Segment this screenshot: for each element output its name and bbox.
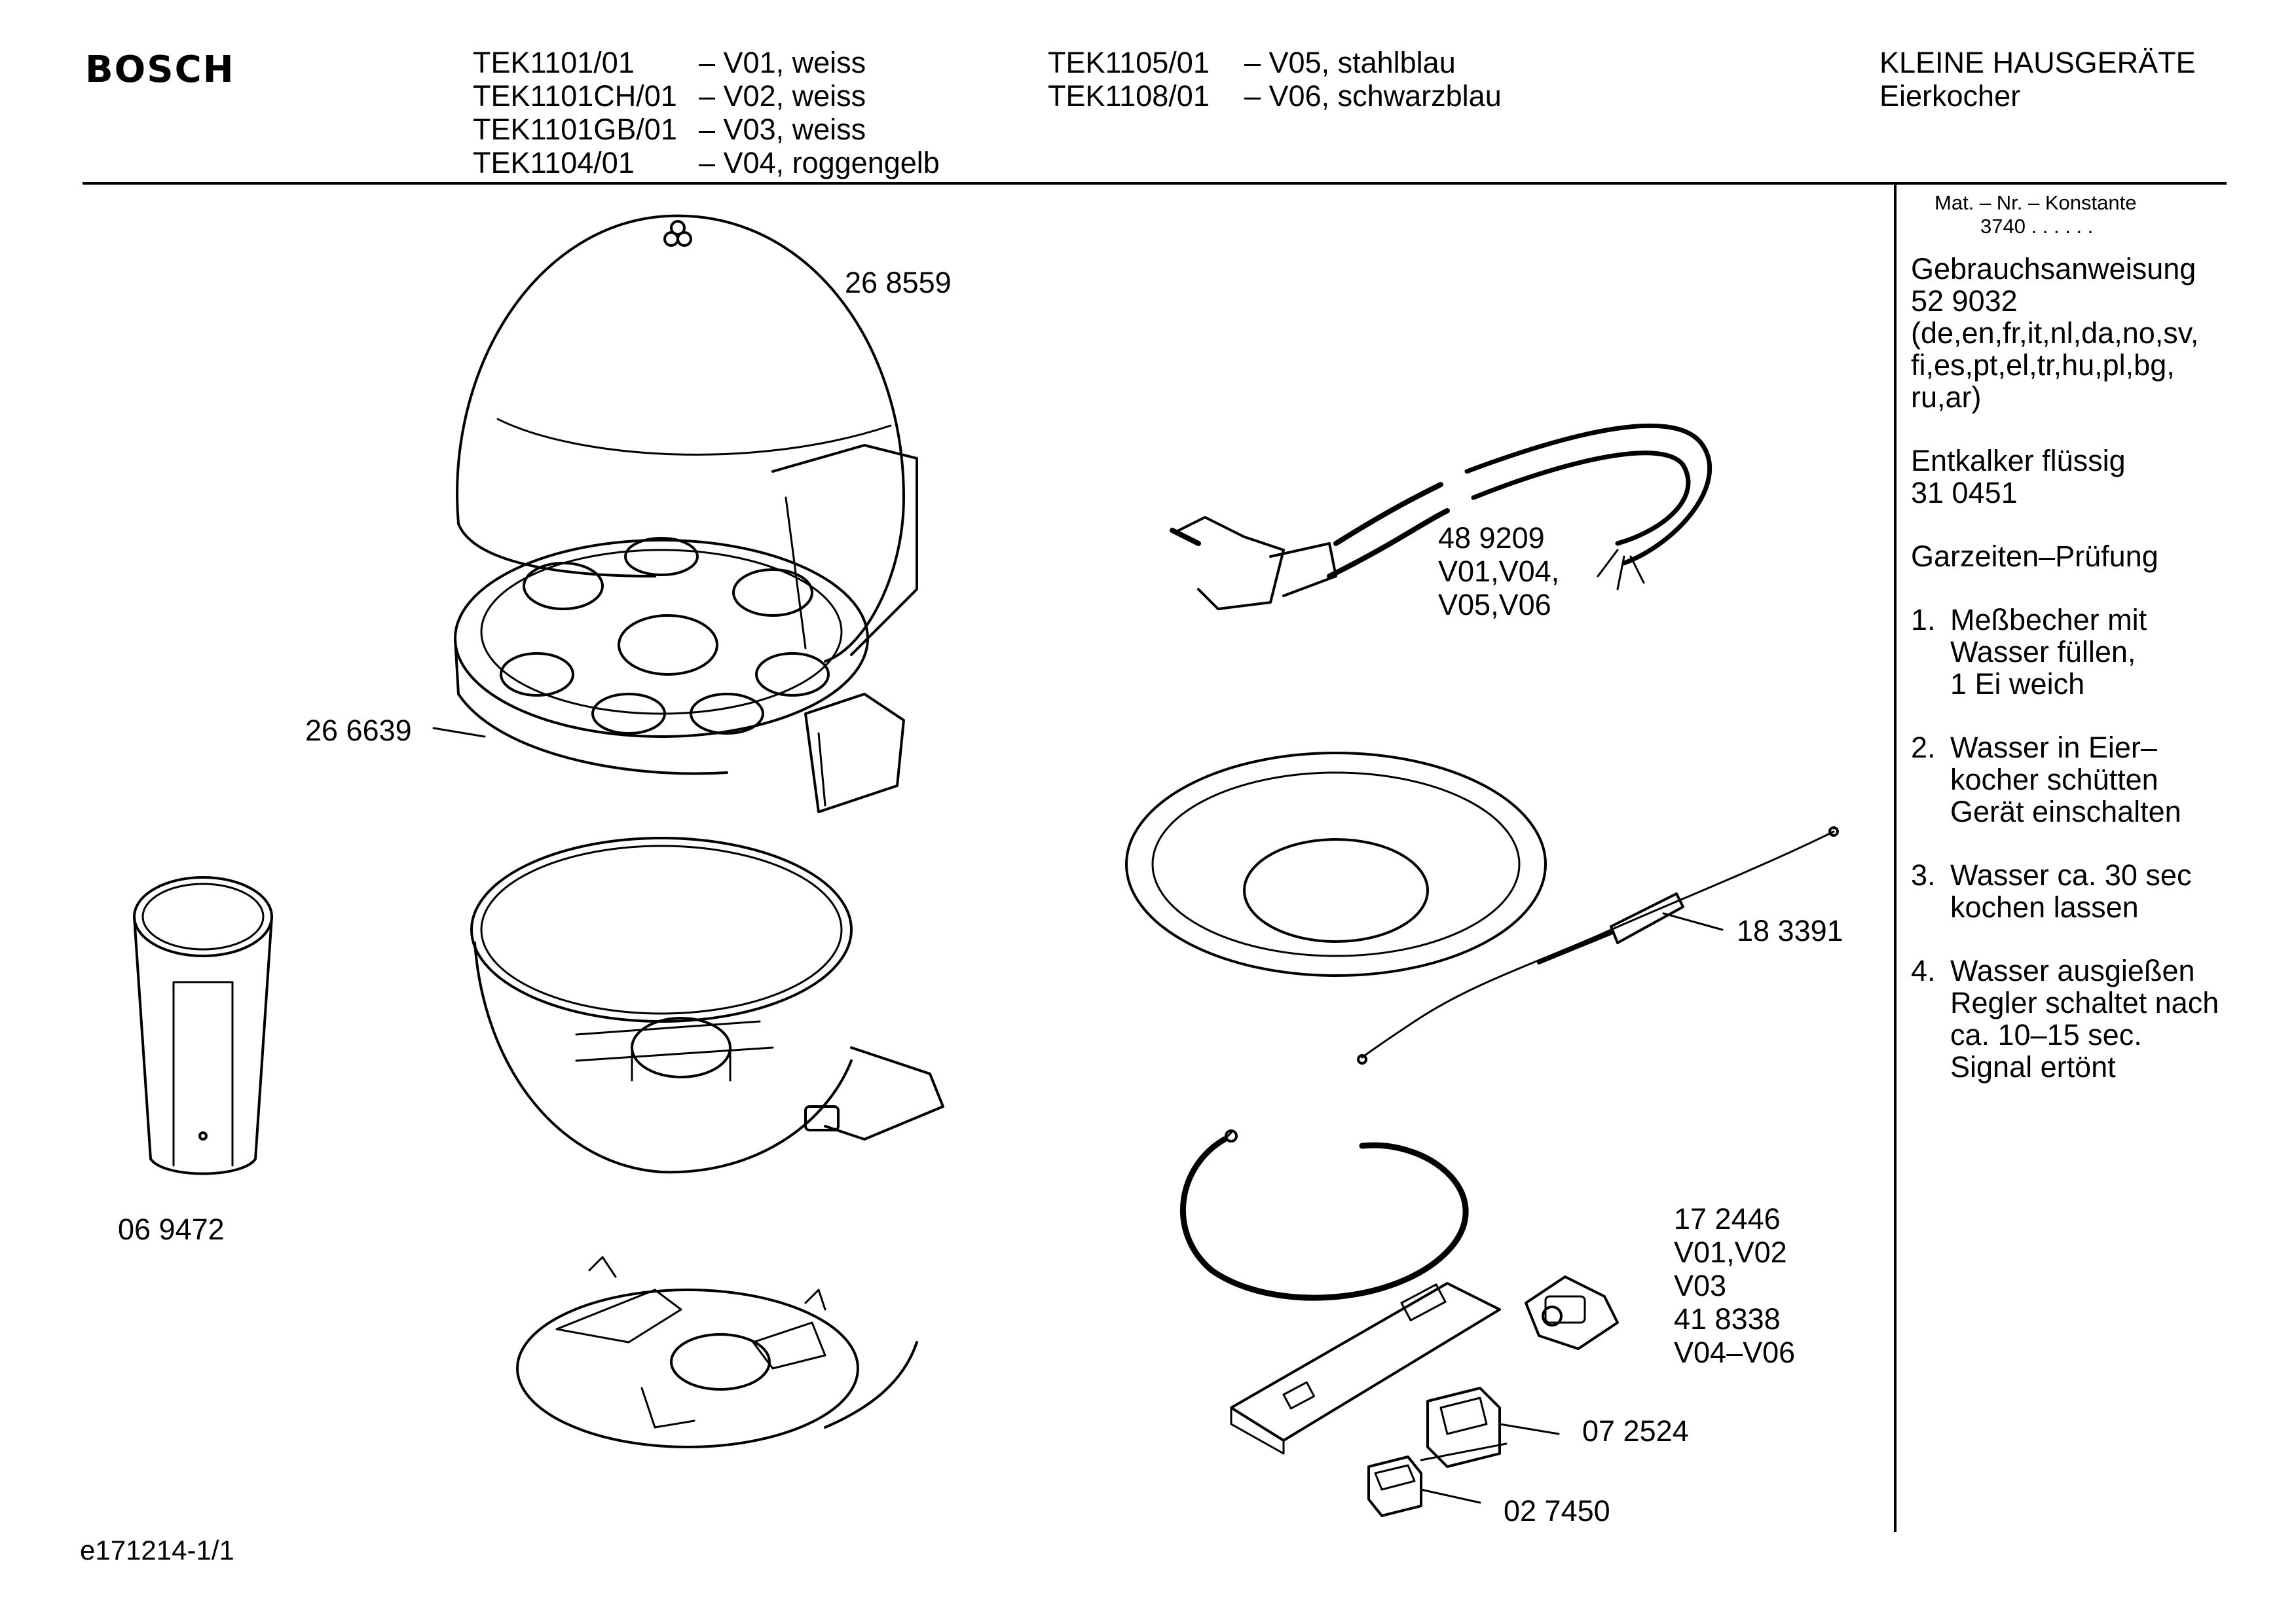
model-variant: – V05, stahlblau <box>1244 46 1456 79</box>
model-row: TEK1101CH/01 – V02, weiss <box>473 79 940 113</box>
step-line: Meßbecher mit <box>1950 603 2147 636</box>
part-label-sensor: 18 3391 <box>1737 914 1843 947</box>
leader-line <box>434 728 485 737</box>
model-variant: – V04, roggengelb <box>699 146 940 179</box>
model-list-left: TEK1101/01 – V01, weiss TEK1101CH/01 – V02… <box>473 46 940 179</box>
step-line: ca. 10–15 sec. <box>1950 1018 2142 1052</box>
step-number: 1. <box>1911 603 1936 636</box>
push-button <box>1369 1457 1421 1516</box>
step-line: Gerät einschalten <box>1950 795 2181 828</box>
cord-line: V01,V04, <box>1438 555 1560 588</box>
step-line: kocher schütten <box>1950 763 2158 796</box>
egg-cooker-lid <box>457 216 917 661</box>
model-variant: – V03, weiss <box>699 113 866 146</box>
test-step: 3. Wasser ca. 30 sec kochen lassen <box>1911 859 2219 923</box>
sensor-wire <box>1358 828 1838 1063</box>
step-line: Wasser ca. 30 sec <box>1950 858 2192 892</box>
switch-line: V04–V06 <box>1674 1336 1796 1369</box>
model-row: TEK1104/01 – V04, roggengelb <box>473 146 940 179</box>
model-variant: – V01, weiss <box>699 46 866 79</box>
switch-line: 17 2446 <box>1674 1202 1781 1236</box>
category-line: KLEINE HAUSGERÄTE <box>1879 46 2196 79</box>
model-variant: – V06, schwarzblau <box>1244 79 1502 113</box>
manual-line: fi,es,pt,el,tr,hu,pl,bg, <box>1911 348 2175 382</box>
step-line: Wasser in Eier– <box>1950 731 2157 764</box>
switch-line: 41 8338 <box>1674 1302 1781 1336</box>
category-line: Eierkocher <box>1879 79 2021 113</box>
measuring-cup <box>134 877 272 1174</box>
model-code: TEK1101GB/01 <box>473 113 677 146</box>
leader-line <box>1421 1490 1480 1503</box>
switch-bracket <box>1231 1283 1500 1454</box>
step-line: 1 Ei weich <box>1950 667 2085 701</box>
base-plate <box>517 1257 917 1447</box>
sidebar: Mat. – Nr. – Konstante 3740 . . . . . . … <box>1911 191 2219 1083</box>
step-number: 2. <box>1911 731 1936 764</box>
model-code: TEK1104/01 <box>473 146 635 179</box>
test-step: 4. Wasser ausgießen Regler schaltet nach… <box>1911 955 2219 1083</box>
descaler-line: Entkalker flüssig <box>1911 444 2126 477</box>
descaler-block: Entkalker flüssig 31 0451 <box>1911 445 2219 509</box>
part-label-switch: 17 2446 V01,V02 V03 41 8338 V04–V06 <box>1674 1202 1795 1369</box>
model-row: TEK1101/01 – V01, weiss <box>473 46 940 79</box>
manual-line: (de,en,fr,it,nl,da,no,sv, <box>1911 316 2199 350</box>
material-value: 3740 . . . . . . <box>1980 215 2094 238</box>
heating-element <box>1183 1131 1466 1298</box>
model-row: TEK1105/01 – V05, stahlblau <box>1048 46 1502 79</box>
test-step: 2. Wasser in Eier– kocher schütten Gerät… <box>1911 731 2219 828</box>
model-code: TEK1101CH/01 <box>473 79 677 113</box>
model-code: TEK1108/01 <box>1048 79 1210 113</box>
manual-block: Gebrauchsanweisung 52 9032 (de,en,fr,it,… <box>1911 253 2219 413</box>
part-label-lamp: 07 2524 <box>1582 1414 1689 1448</box>
document-id: e171214-1/1 <box>80 1535 234 1566</box>
rocker-switch <box>1526 1277 1618 1349</box>
descaler-line: 31 0451 <box>1911 476 2018 509</box>
signal-lamp <box>1421 1388 1506 1467</box>
leader-line <box>1663 913 1722 930</box>
category: KLEINE HAUSGERÄTE Eierkocher <box>1879 46 2196 113</box>
step-line: Regler schaltet nach <box>1950 986 2219 1019</box>
model-list-right: TEK1105/01 – V05, stahlblau TEK1108/01 – V… <box>1048 46 1502 113</box>
sidebar-divider <box>1894 185 1897 1532</box>
part-label-lid: 26 8559 <box>845 266 952 299</box>
material-number: Mat. – Nr. – Konstante 3740 . . . . . . <box>1911 191 2219 238</box>
step-line: kochen lassen <box>1950 890 2139 924</box>
switch-line: V01,V02 <box>1674 1236 1787 1269</box>
heating-plate <box>1126 753 1546 976</box>
step-number: 4. <box>1911 954 1936 987</box>
cord-line: 48 9209 <box>1438 521 1545 555</box>
model-code: TEK1105/01 <box>1048 46 1210 79</box>
test-title: Garzeiten–Prüfung <box>1911 540 2158 573</box>
power-cord <box>1172 426 1710 609</box>
cord-line: V05,V06 <box>1438 588 1551 621</box>
material-label: Mat. – Nr. – Konstante <box>1935 191 2137 214</box>
part-label-cup: 06 9472 <box>118 1213 225 1246</box>
model-row: TEK1101GB/01 – V03, weiss <box>473 113 940 146</box>
leader-line <box>1500 1424 1559 1434</box>
manual-line: Gebrauchsanweisung <box>1911 252 2196 285</box>
step-number: 3. <box>1911 858 1936 892</box>
switch-line: V03 <box>1674 1269 1727 1302</box>
step-line: Signal ertönt <box>1950 1050 2116 1084</box>
part-label-button: 02 7450 <box>1504 1494 1610 1528</box>
header-divider <box>83 182 2227 185</box>
manual-line: ru,ar) <box>1911 380 1982 414</box>
manual-line: 52 9032 <box>1911 284 2018 318</box>
part-label-cord: 48 9209 V01,V04, V05,V06 <box>1438 521 1559 621</box>
part-label-egg-tray: 26 6639 <box>305 714 412 747</box>
model-variant: – V02, weiss <box>699 79 866 113</box>
heating-bowl <box>472 838 943 1172</box>
egg-tray <box>455 538 904 812</box>
model-row: TEK1108/01 – V06, schwarzblau <box>1048 79 1502 113</box>
model-code: TEK1101/01 <box>473 46 635 79</box>
step-line: Wasser füllen, <box>1950 635 2136 669</box>
brand-logo: BOSCH <box>85 48 235 91</box>
test-step: 1. Meßbecher mit Wasser füllen, 1 Ei wei… <box>1911 604 2219 700</box>
step-line: Wasser ausgießen <box>1950 954 2195 987</box>
